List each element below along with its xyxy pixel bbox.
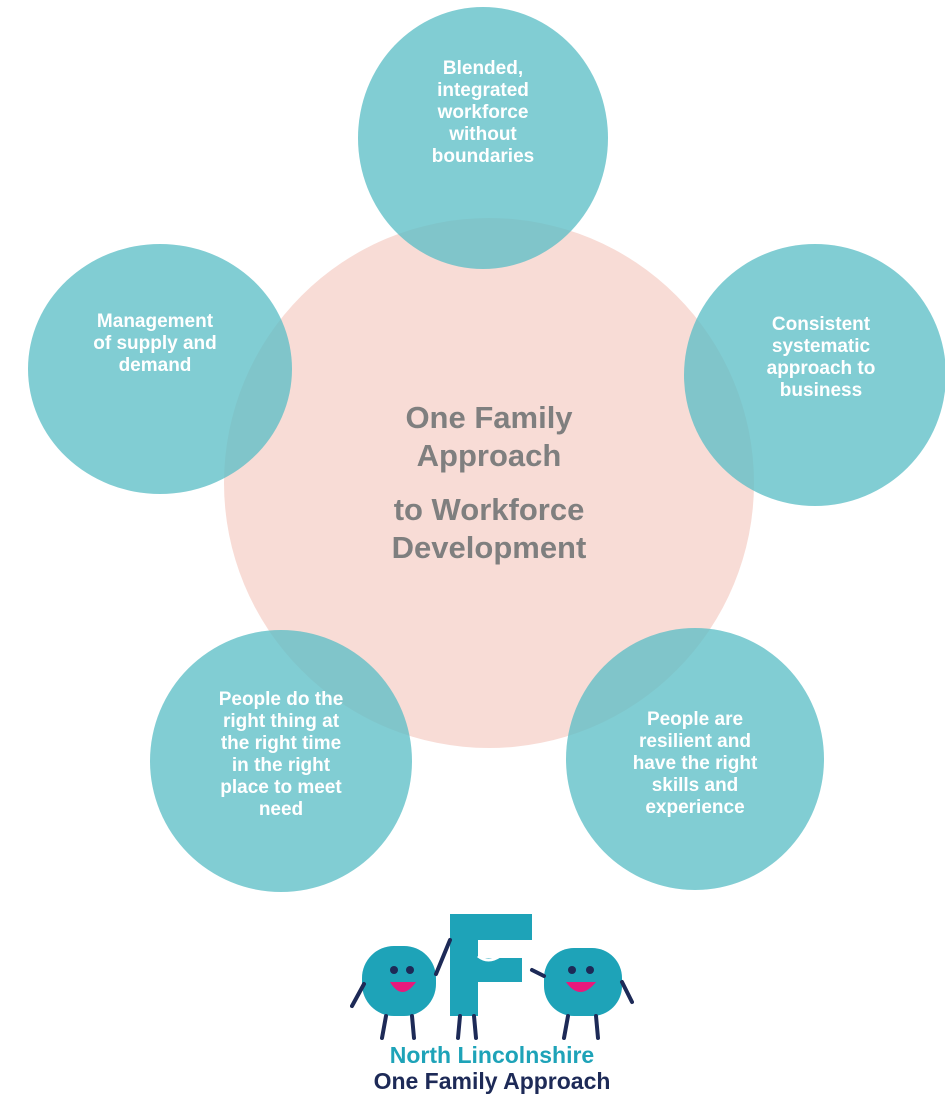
logo-smile-a bbox=[566, 982, 596, 992]
satellite-label-left: Management of supply and demand bbox=[93, 311, 217, 376]
satellite-circle-bottom-left: People do the right thing at the right t… bbox=[150, 630, 412, 892]
satellite-label-top: Blended, integrated workforce without bo… bbox=[431, 58, 535, 167]
ofa-logo-graphic bbox=[350, 914, 634, 1040]
logo-caption-line-1: North Lincolnshire bbox=[389, 1042, 595, 1068]
satellite-circle-left: Management of supply and demand bbox=[28, 244, 292, 494]
logo-smile-o bbox=[390, 982, 416, 992]
ofa-logo: North Lincolnshire One Family Approach bbox=[350, 910, 650, 1106]
logo-letter-f bbox=[450, 914, 532, 1016]
satellite-circle-right: Consistent systematic approach to busine… bbox=[684, 244, 945, 506]
center-title-line-1: One Family bbox=[405, 400, 573, 435]
center-title-line-2: Approach bbox=[416, 438, 562, 473]
center-title-line-4: Development bbox=[391, 530, 587, 565]
satellite-label-bottom-right: People are resilient and have the right … bbox=[632, 709, 758, 818]
satellite-label-right: Consistent systematic approach to busine… bbox=[766, 314, 876, 401]
satellite-circle-top: Blended, integrated workforce without bo… bbox=[358, 7, 608, 269]
logo-caption-line-2: One Family Approach bbox=[373, 1068, 611, 1094]
center-title-line-3: to Workforce bbox=[393, 492, 585, 527]
logo-letter-o bbox=[362, 946, 436, 1016]
satellite-label-bottom-left: People do the right thing at the right t… bbox=[218, 689, 344, 820]
satellite-circle-bottom-right: People are resilient and have the right … bbox=[566, 628, 824, 890]
